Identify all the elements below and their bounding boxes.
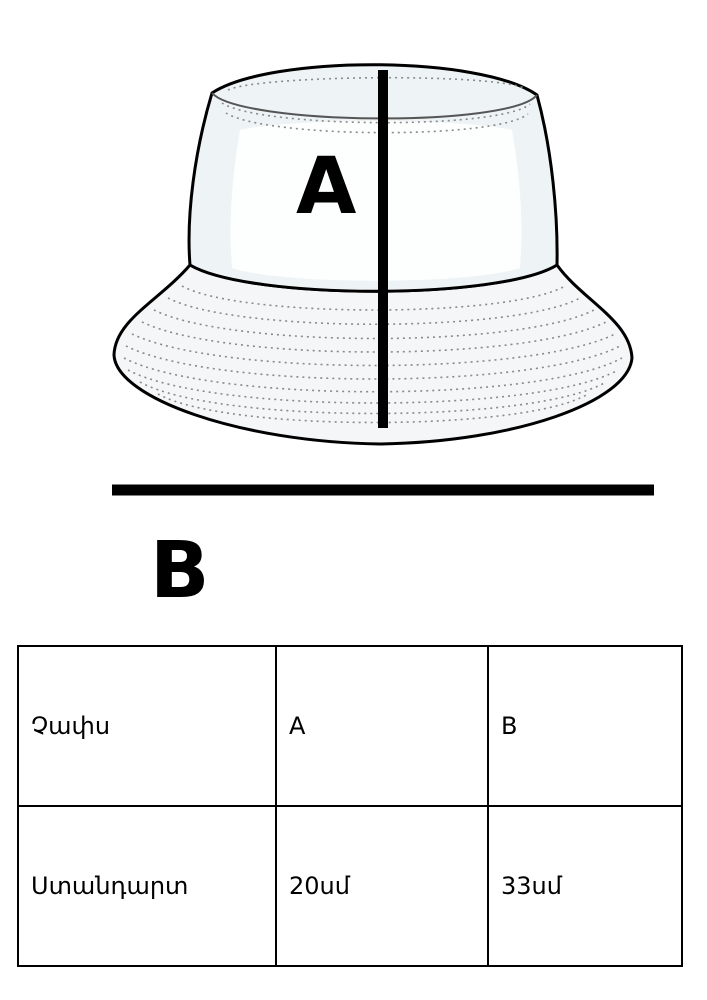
crown-stitching [221, 76, 531, 134]
table-cell-size-name: Ստանդարտ [17, 805, 277, 967]
measurement-label-b: B [150, 526, 210, 616]
table-row: Ստանդարտ 20սմ 33սմ [17, 805, 683, 967]
brim-stitching [123, 285, 623, 424]
measurement-label-a: A [296, 142, 357, 232]
bucket-hat-diagram: A B [112, 63, 654, 616]
table-cell-b-header: B [487, 645, 683, 807]
table-cell-a-value: 20սմ [275, 805, 489, 967]
crown-highlight [230, 121, 522, 281]
bucket-hat-drawing [112, 63, 654, 496]
table-cell-a-header: A [275, 645, 489, 807]
crown-top-band [211, 92, 538, 120]
size-table: Չափս A B Ստանդարտ 20սմ 33սմ [17, 645, 683, 967]
table-row: Չափս A B [17, 645, 683, 807]
table-cell-size-header: Չափս [17, 645, 277, 807]
table-cell-b-value: 33սմ [487, 805, 683, 967]
